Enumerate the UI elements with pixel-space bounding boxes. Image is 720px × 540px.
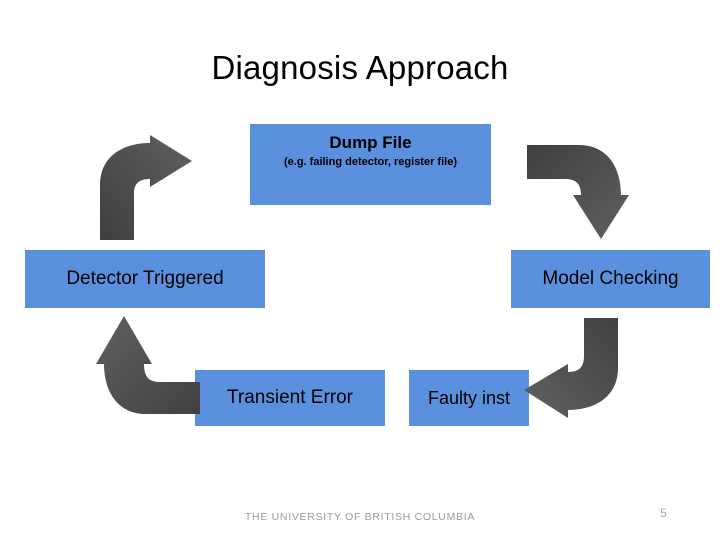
node-sublabel-dump-file: (e.g. failing detector, register file) [284,156,457,168]
diagram-node-transient-error[interactable]: Transient Error [195,370,385,426]
slide-page-number: 5 [660,506,667,520]
node-label-model-checking: Model Checking [542,268,679,289]
curved-arrow-down-icon [527,137,642,245]
footer-institution-text: THE UNIVERSITY OF BRITISH COLUMBIA [244,511,476,523]
node-label-detector-triggered: Detector Triggered [66,268,224,289]
diagram-node-faulty-inst[interactable]: Faulty inst [409,370,529,426]
diagram-node-model-checking[interactable]: Model Checking [511,250,710,308]
page-title: Diagnosis Approach [211,49,509,86]
diagram-node-dump-file[interactable]: Dump File (e.g. failing detector, regist… [250,124,491,205]
node-label-dump-file: Dump File [329,133,412,152]
diagram-node-detector-triggered[interactable]: Detector Triggered [25,250,265,308]
node-label-transient-error: Transient Error [227,387,353,408]
node-label-faulty-inst: Faulty inst [427,387,511,408]
curved-arrow-right-icon [92,135,202,240]
curved-arrow-left-icon [508,318,626,423]
curved-arrow-up-icon [84,312,200,422]
